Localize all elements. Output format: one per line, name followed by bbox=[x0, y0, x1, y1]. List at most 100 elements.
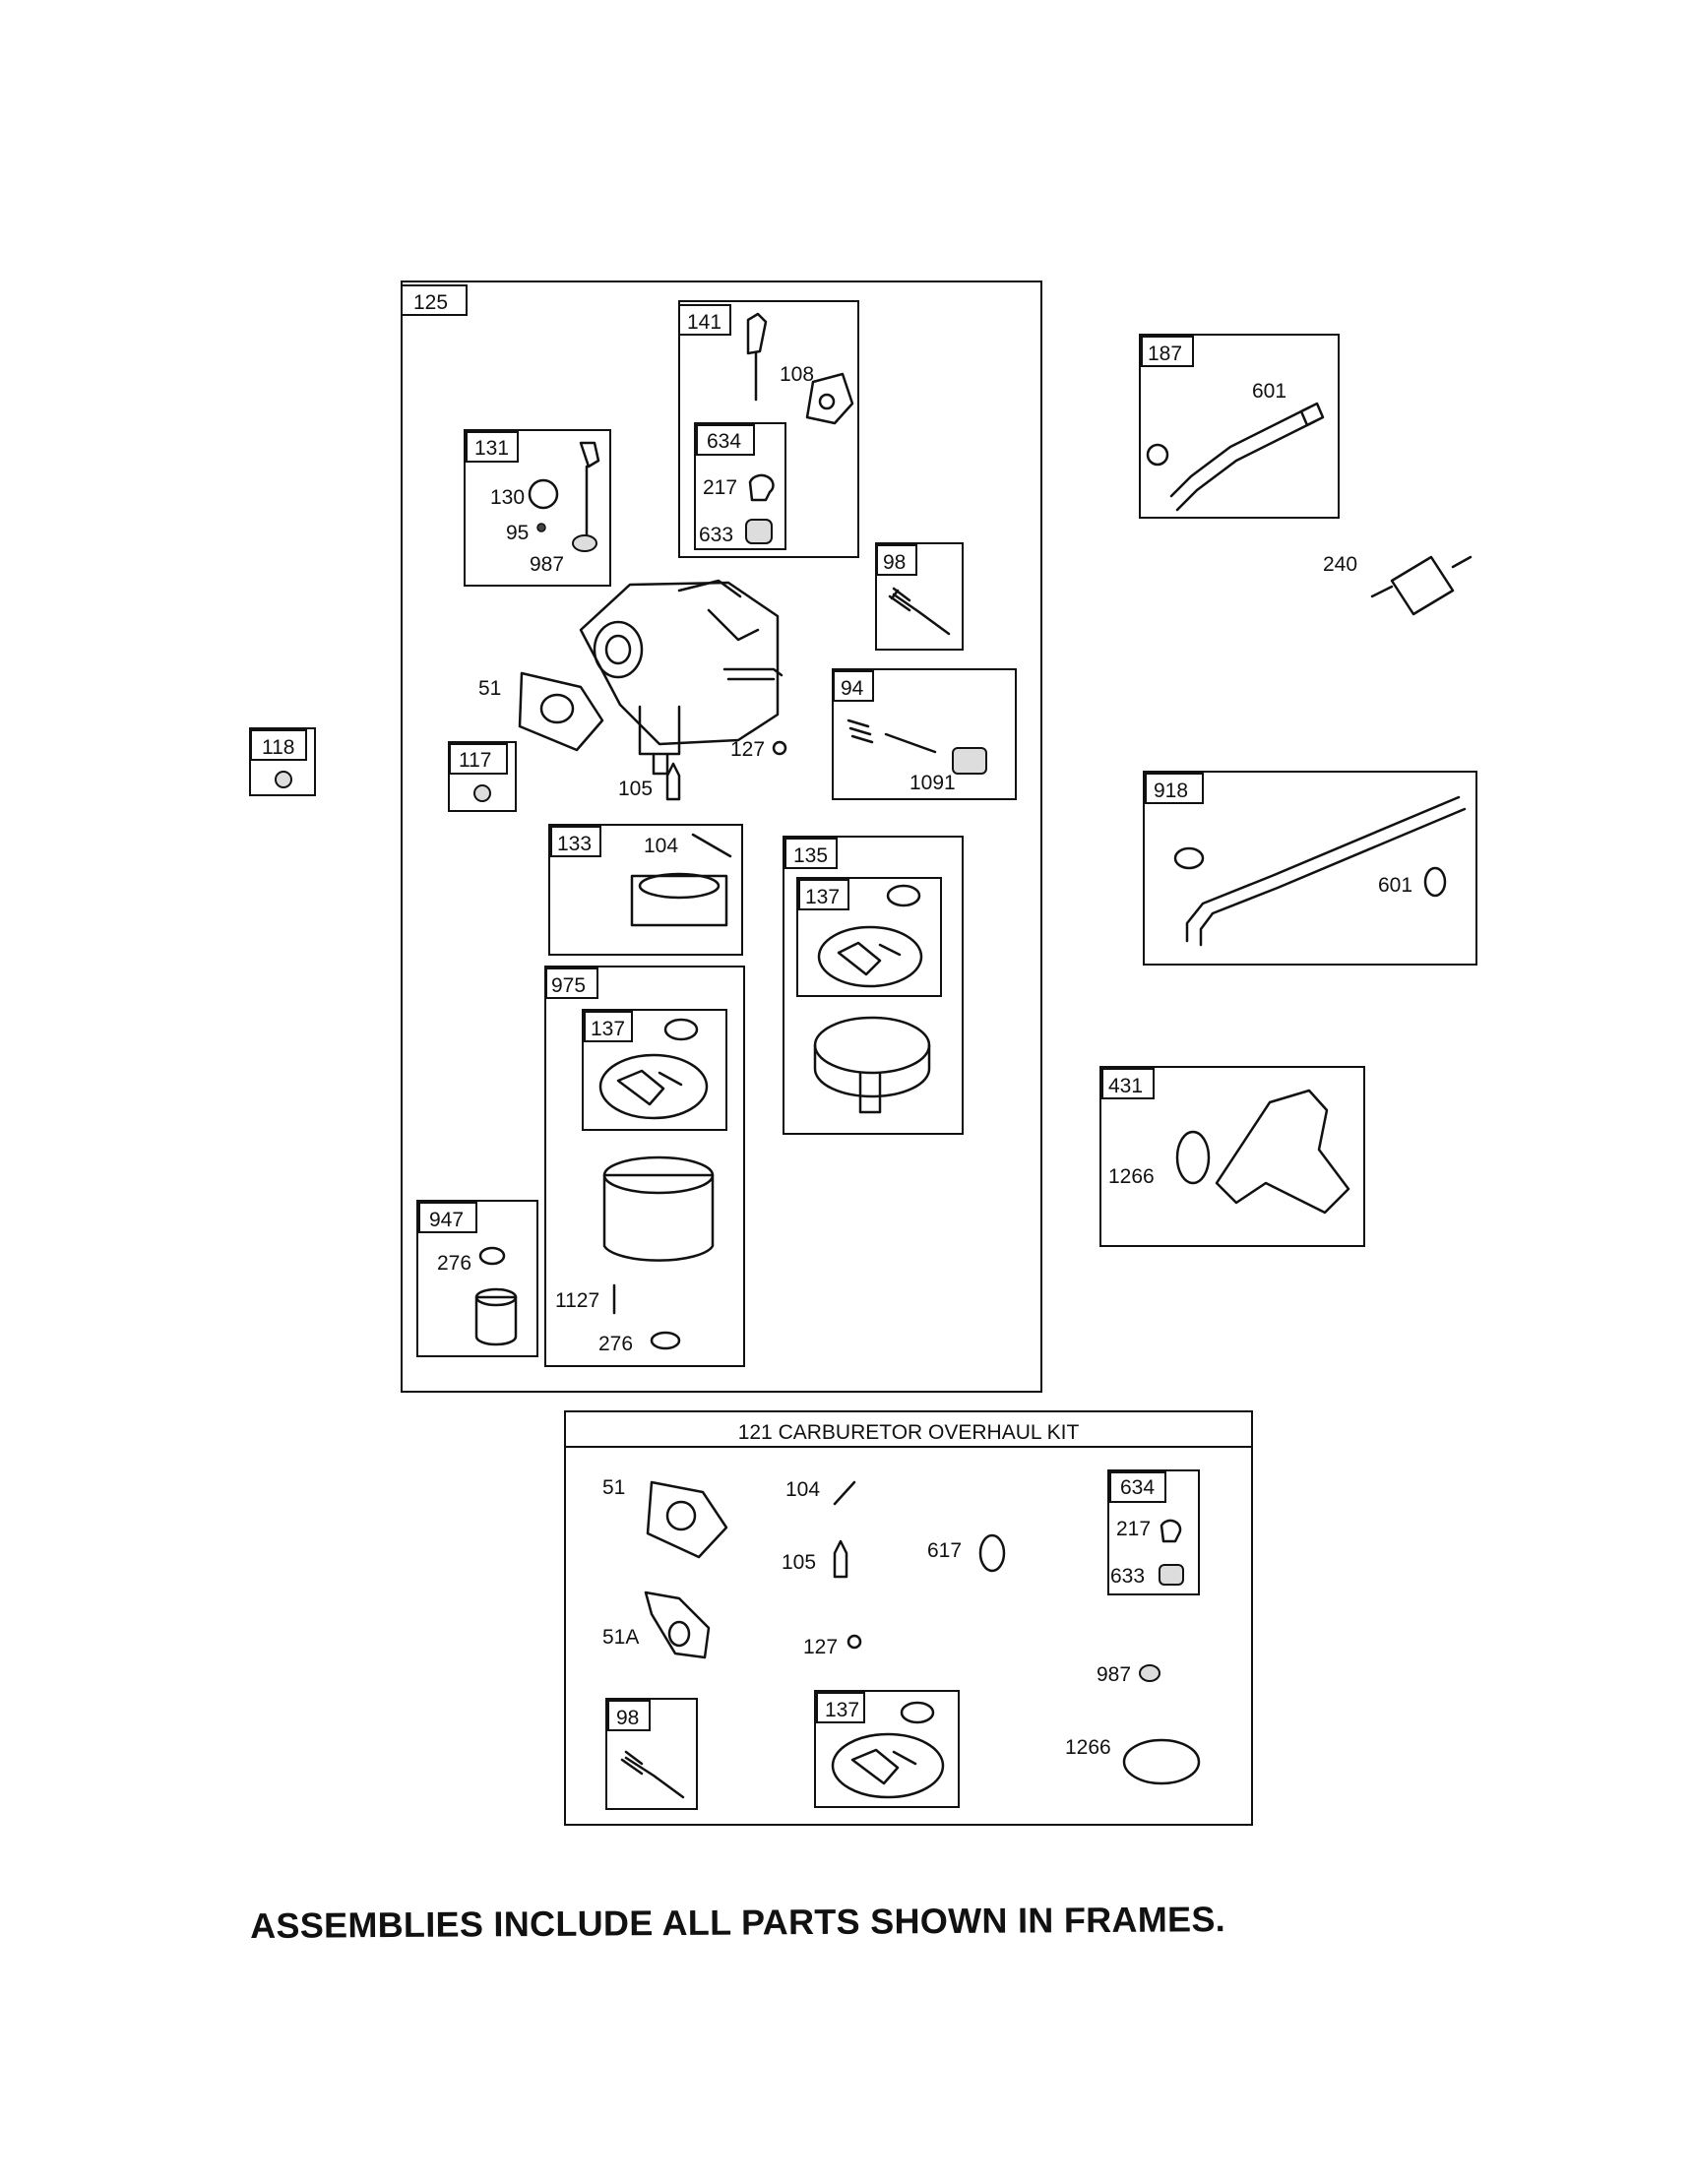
frame-117-tag: 117 bbox=[459, 749, 491, 772]
label-217: 217 bbox=[703, 476, 737, 499]
kit-seal-987-part bbox=[1139, 1664, 1160, 1682]
frame-118-tag: 118 bbox=[262, 736, 294, 759]
label-127: 127 bbox=[730, 738, 765, 761]
label-1127: 1127 bbox=[555, 1289, 599, 1312]
kit-label-217: 217 bbox=[1116, 1518, 1151, 1540]
label-987: 987 bbox=[530, 553, 564, 576]
float-133-part bbox=[630, 874, 728, 927]
kit-frame-634-tag: 634 bbox=[1120, 1476, 1155, 1499]
kit-gasket-137-part bbox=[831, 1732, 945, 1799]
label-601b: 601 bbox=[1378, 874, 1412, 897]
kit-needle-105-part bbox=[833, 1539, 848, 1579]
label-108: 108 bbox=[780, 363, 814, 386]
frame-98-tag: 98 bbox=[883, 551, 906, 574]
frame-137b-tag: 137 bbox=[591, 1018, 625, 1040]
screw-118-part bbox=[275, 771, 292, 788]
kit-clip-217-part bbox=[1160, 1519, 1182, 1543]
gasket-137b-part bbox=[598, 1053, 709, 1120]
screw-117-part bbox=[473, 784, 491, 802]
label-1266: 1266 bbox=[1108, 1165, 1155, 1188]
label-95: 95 bbox=[506, 522, 529, 544]
gasket-51-part bbox=[518, 671, 604, 752]
kit-label-1266: 1266 bbox=[1065, 1736, 1111, 1759]
kit-label-127: 127 bbox=[803, 1636, 838, 1658]
frame-118: 118 bbox=[249, 727, 316, 796]
fuel-line-187-part bbox=[1169, 406, 1311, 498]
kit-title: 121 CARBURETOR OVERHAUL KIT bbox=[738, 1421, 1080, 1444]
gasket-108-part bbox=[805, 372, 854, 425]
washer-276b-part bbox=[650, 1331, 681, 1350]
kit-gasket-51A-part bbox=[644, 1591, 711, 1659]
frame-133: 133 104 bbox=[548, 824, 743, 956]
kit-label-51: 51 bbox=[602, 1476, 625, 1499]
kit-label-617: 617 bbox=[927, 1539, 962, 1562]
kit-frame-98-tag: 98 bbox=[616, 1707, 639, 1729]
fuel-line-918-part bbox=[1185, 795, 1461, 943]
frame-187-tag: 187 bbox=[1148, 343, 1182, 365]
plate-130-part bbox=[528, 478, 559, 510]
oring-1266-part bbox=[1175, 1130, 1211, 1185]
gasket-137a-part bbox=[817, 925, 923, 988]
spring-94-part bbox=[846, 718, 874, 744]
label-276b: 276 bbox=[598, 1333, 633, 1355]
solenoid-947-part bbox=[474, 1295, 518, 1346]
frame-141: 141 108 bbox=[678, 300, 859, 558]
idle-screw-98-part bbox=[892, 593, 951, 636]
frame-947: 947 276 bbox=[416, 1200, 538, 1357]
frame-125: 125 bbox=[401, 281, 1042, 1393]
frame-634: 634 217 633 bbox=[694, 422, 786, 550]
screw-95-part bbox=[536, 523, 546, 532]
label-601a: 601 bbox=[1252, 380, 1286, 403]
frame-131-tag: 131 bbox=[474, 437, 509, 460]
carburetor-body-51: 51 bbox=[478, 579, 784, 776]
fuel-filter-240-part bbox=[1370, 555, 1473, 616]
frame-133-tag: 133 bbox=[557, 833, 592, 855]
kit-frame-137-tag: 137 bbox=[825, 1699, 859, 1721]
label-51: 51 bbox=[478, 677, 501, 700]
label-240: 240 bbox=[1323, 553, 1357, 576]
kit-oring-617-part bbox=[978, 1533, 1006, 1573]
screw-94-part bbox=[884, 732, 937, 754]
throttle-lever-part bbox=[746, 312, 768, 402]
needle-105-part bbox=[665, 762, 681, 801]
kit-label-105: 105 bbox=[782, 1551, 816, 1574]
frame-125-tag: 125 bbox=[413, 291, 448, 314]
frame-634-tag: 634 bbox=[707, 430, 741, 453]
kit-label-633: 633 bbox=[1110, 1565, 1145, 1588]
frame-918: 918 601 bbox=[1143, 771, 1477, 966]
frame-117: 117 bbox=[448, 741, 517, 812]
kit-gasket-51-part bbox=[646, 1480, 728, 1559]
bushing-633-part bbox=[745, 519, 773, 544]
label-130: 130 bbox=[490, 486, 525, 509]
frame-918-tag: 918 bbox=[1154, 780, 1188, 802]
kit-label-104: 104 bbox=[785, 1478, 820, 1501]
frame-141-tag: 141 bbox=[687, 311, 721, 334]
kit-bushing-633-part bbox=[1159, 1564, 1184, 1586]
frame-131: 131 130 95 987 bbox=[464, 429, 611, 587]
label-276a: 276 bbox=[437, 1252, 471, 1275]
frame-947-tag: 947 bbox=[429, 1209, 464, 1231]
frame-431-tag: 431 bbox=[1108, 1075, 1143, 1097]
label-633: 633 bbox=[699, 524, 733, 546]
frame-98: 98 bbox=[875, 542, 964, 651]
frame-137a-tag: 137 bbox=[805, 886, 840, 908]
bowl-975-part bbox=[602, 1173, 715, 1262]
frame-135: 135 137 bbox=[783, 836, 964, 1135]
kit-label-51A: 51A bbox=[602, 1626, 639, 1649]
assemblies-note: ASSEMBLIES INCLUDE ALL PARTS SHOWN IN FR… bbox=[250, 1899, 1226, 1946]
frame-187: 187 601 bbox=[1139, 334, 1340, 519]
frame-94-tag: 94 bbox=[841, 677, 864, 700]
shaft-131-part bbox=[579, 441, 600, 537]
label-105: 105 bbox=[618, 778, 653, 800]
kit-screw-98-part bbox=[624, 1756, 685, 1799]
seal-987-part bbox=[572, 534, 597, 552]
solenoid-1091-part bbox=[952, 747, 987, 775]
elbow-431-part bbox=[1215, 1089, 1350, 1215]
washer-276a-part bbox=[478, 1246, 506, 1266]
bowl-135-part bbox=[813, 1016, 931, 1075]
kit-oring-1266-part bbox=[1122, 1738, 1201, 1785]
clip-217-part bbox=[748, 473, 775, 502]
label-104: 104 bbox=[644, 835, 678, 857]
kit-pin-104-part bbox=[833, 1480, 856, 1506]
